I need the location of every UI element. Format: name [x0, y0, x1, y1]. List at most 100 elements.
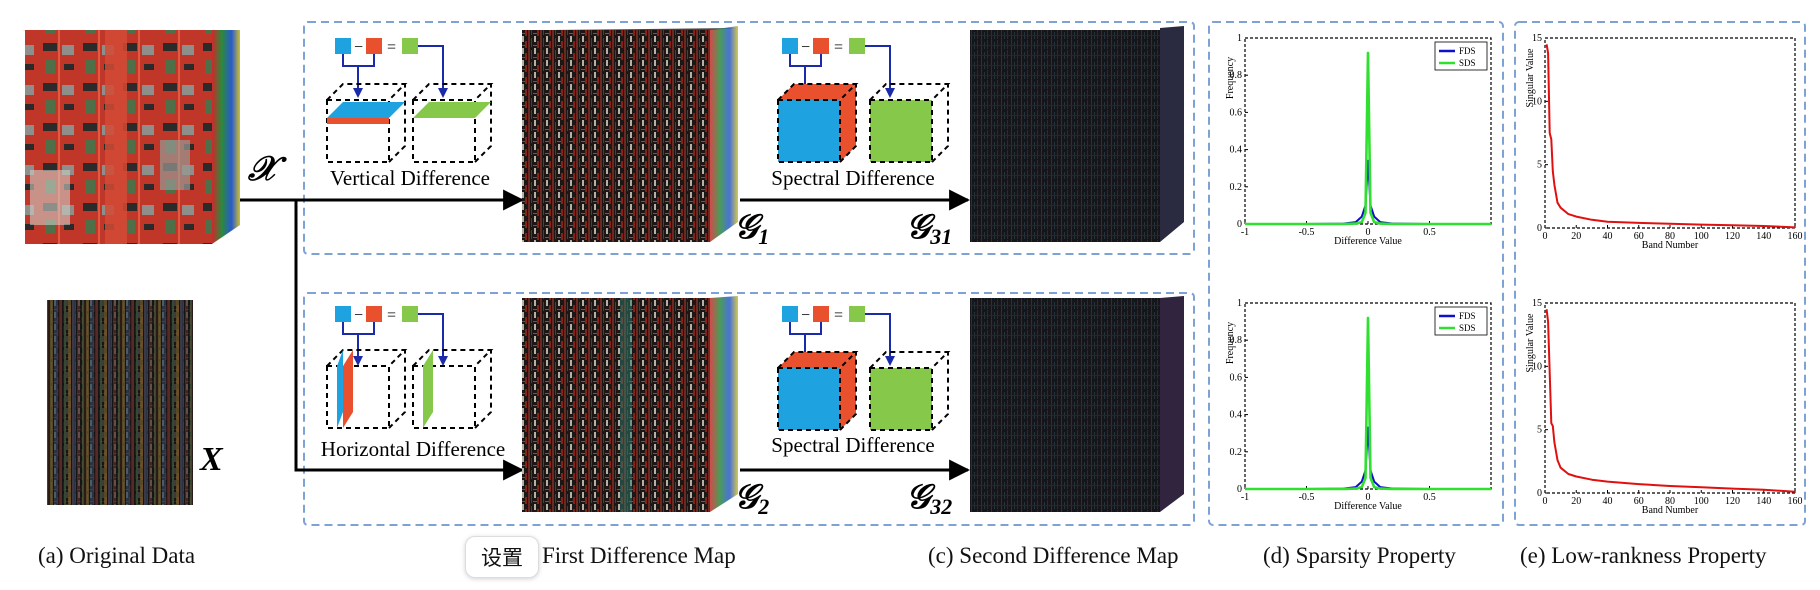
- x-tick-label: 160: [1788, 496, 1803, 507]
- matrix-unfolding-image: [47, 300, 193, 505]
- blue-square-icon: [335, 306, 351, 322]
- blue-square-icon: [335, 38, 351, 54]
- g2-cube: [522, 296, 738, 512]
- blue-face: [778, 100, 840, 162]
- x-tick-label: 140: [1756, 231, 1771, 242]
- red-face: [778, 352, 856, 368]
- green-face: [870, 100, 932, 162]
- y-tick-label: 5: [1537, 160, 1542, 171]
- caption-sparsity-property: (d) Sparsity Property: [1263, 543, 1456, 568]
- minus-sign: −: [801, 39, 810, 56]
- x-axis-label: Band Number: [1642, 240, 1699, 251]
- tensor-symbol: 𝒳: [247, 151, 287, 188]
- blue-slice: [337, 350, 343, 428]
- matrix-symbol: X: [199, 441, 224, 478]
- g32-cube: [970, 296, 1184, 512]
- series-line-singular-values: [1545, 44, 1796, 229]
- horizontal-difference-icon: −=: [326, 306, 494, 429]
- blue-slice: [327, 102, 405, 118]
- y-tick-label: 0.6: [1230, 372, 1243, 383]
- x-tick-label: 140: [1756, 496, 1771, 507]
- legend-label: SDS: [1459, 58, 1476, 68]
- g31-cube: [970, 26, 1184, 242]
- y-tick-label: 0.4: [1230, 145, 1243, 156]
- settings-chip[interactable]: 设置: [465, 536, 539, 578]
- minus-sign: −: [801, 307, 810, 324]
- green-square-icon: [402, 38, 418, 54]
- panel-borders: [303, 21, 1806, 526]
- red-side: [840, 352, 856, 430]
- difference-equation: −=: [335, 38, 448, 98]
- x-tick-label: 40: [1603, 496, 1613, 507]
- output-cube: [869, 351, 951, 431]
- y-tick-label: 0: [1537, 223, 1542, 234]
- g2-symbol: 𝒢2: [734, 479, 769, 519]
- caption-lowrank-property: (e) Low-rankness Property: [1520, 543, 1767, 568]
- blue-face: [778, 368, 840, 430]
- sparsity-panel-border: [1208, 21, 1504, 526]
- green-square-icon: [402, 306, 418, 322]
- green-slice: [413, 102, 491, 118]
- spectral-difference-icon: −=: [777, 306, 951, 431]
- caption-first-difference-map: First Difference Map: [542, 543, 736, 568]
- g1-symbol: 𝒢1: [734, 209, 769, 249]
- red-square-icon: [813, 306, 829, 322]
- red-face: [778, 84, 856, 100]
- red-slice: [343, 350, 353, 428]
- legend-box: [1434, 306, 1488, 336]
- legend-label: SDS: [1459, 323, 1476, 333]
- x-tick-label: 0.5: [1423, 492, 1436, 503]
- input-cube: [326, 83, 408, 163]
- x-axis-label: Band Number: [1642, 505, 1699, 516]
- g1-cube: [522, 26, 738, 242]
- x-tick-label: 0: [1543, 231, 1548, 242]
- x-tick-label: 20: [1571, 496, 1581, 507]
- minus-sign: −: [354, 39, 363, 56]
- plot-frame: [1544, 37, 1796, 229]
- spectral-difference-label-1: Spectral Difference: [771, 166, 934, 190]
- original-hsi-cube: [22, 30, 240, 244]
- x-tick-label: 80: [1665, 496, 1675, 507]
- x-tick-label: 60: [1634, 496, 1644, 507]
- y-tick-label: 15: [1532, 298, 1542, 309]
- equals-sign: =: [834, 307, 843, 324]
- series-line-sds: [1245, 51, 1491, 226]
- spectral-difference-icon: −=: [777, 38, 951, 163]
- legend: FDS SDS: [1434, 41, 1488, 71]
- x-tick-label: -1: [1241, 492, 1249, 503]
- input-cube: [326, 349, 408, 429]
- legend-label: FDS: [1459, 311, 1476, 321]
- x-tick-label: -0.5: [1299, 227, 1315, 238]
- x-axis-label: Difference Value: [1334, 236, 1402, 247]
- g32-symbol: 𝒢32: [906, 479, 952, 519]
- red-slice: [327, 118, 389, 124]
- x-tick-label: 0.5: [1423, 227, 1436, 238]
- y-tick-label: 0: [1537, 488, 1542, 499]
- legend-label: FDS: [1459, 46, 1476, 56]
- y-tick-label: 1: [1237, 33, 1242, 44]
- x-tick-label: 100: [1694, 231, 1709, 242]
- y-axis-label: Frequency: [1225, 322, 1236, 364]
- x-tick-label: 60: [1634, 231, 1644, 242]
- result-connector: [865, 313, 895, 366]
- legend-box: [1434, 41, 1488, 71]
- y-axis-label: Frequency: [1225, 57, 1236, 99]
- x-tick-label: 0: [1366, 227, 1371, 238]
- red-square-icon: [366, 38, 382, 54]
- green-slice: [423, 350, 433, 428]
- equals-sign: =: [387, 307, 396, 324]
- blue-square-icon: [782, 306, 798, 322]
- y-tick-label: 0.8: [1230, 70, 1243, 81]
- x-tick-label: 120: [1725, 231, 1740, 242]
- series-line-sds: [1245, 316, 1491, 491]
- red-side: [840, 84, 856, 162]
- red-square-icon: [813, 38, 829, 54]
- x-tick-label: 80: [1665, 231, 1675, 242]
- x-tick-label: 40: [1603, 231, 1613, 242]
- y-tick-label: 0.2: [1230, 447, 1243, 458]
- y-tick-label: 0: [1237, 484, 1242, 495]
- lowrank-panel-border: [1514, 21, 1806, 526]
- y-tick-label: 0.6: [1230, 107, 1243, 118]
